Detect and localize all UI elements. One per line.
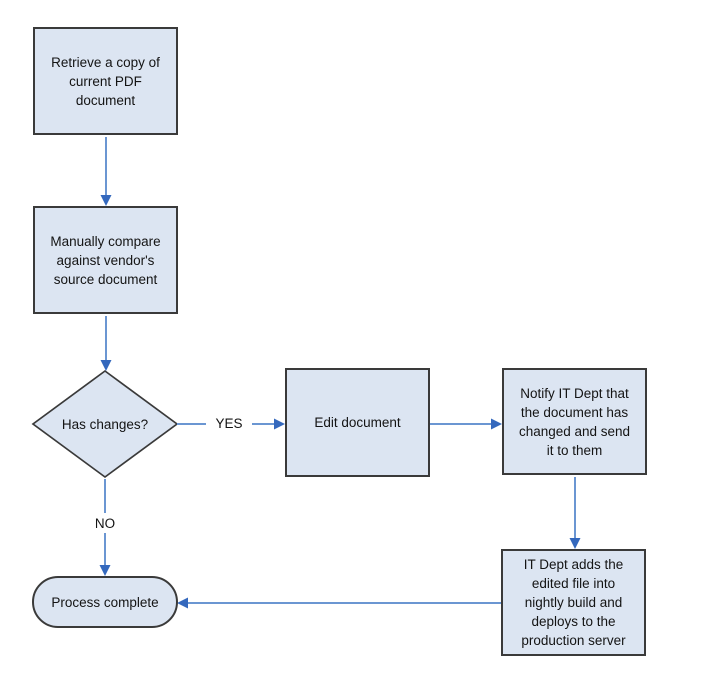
arrow-compare-to-decision [100, 316, 112, 371]
node-notify-it-dept: Notify IT Dept that the document has cha… [502, 368, 647, 475]
node-edit-document: Edit document [285, 368, 430, 477]
arrow-edit-to-notify [430, 418, 502, 430]
decision-diamond-shape [31, 369, 179, 479]
node-process-complete: Process complete [32, 576, 178, 628]
arrow-notify-to-deploy [569, 477, 581, 549]
edge-label-yes: YES [206, 413, 252, 433]
node-compare-documents: Manually compare against vendor's source… [33, 206, 178, 314]
arrow-deploy-to-complete [177, 597, 501, 609]
arrow-retrieve-to-compare [100, 137, 112, 206]
edge-label-no: NO [88, 513, 122, 533]
node-retrieve-pdf: Retrieve a copy of current PDF document [33, 27, 178, 135]
decision-has-changes-label: Has changes? [61, 416, 149, 432]
node-it-dept-deploy: IT Dept adds the edited file into nightl… [501, 549, 646, 656]
